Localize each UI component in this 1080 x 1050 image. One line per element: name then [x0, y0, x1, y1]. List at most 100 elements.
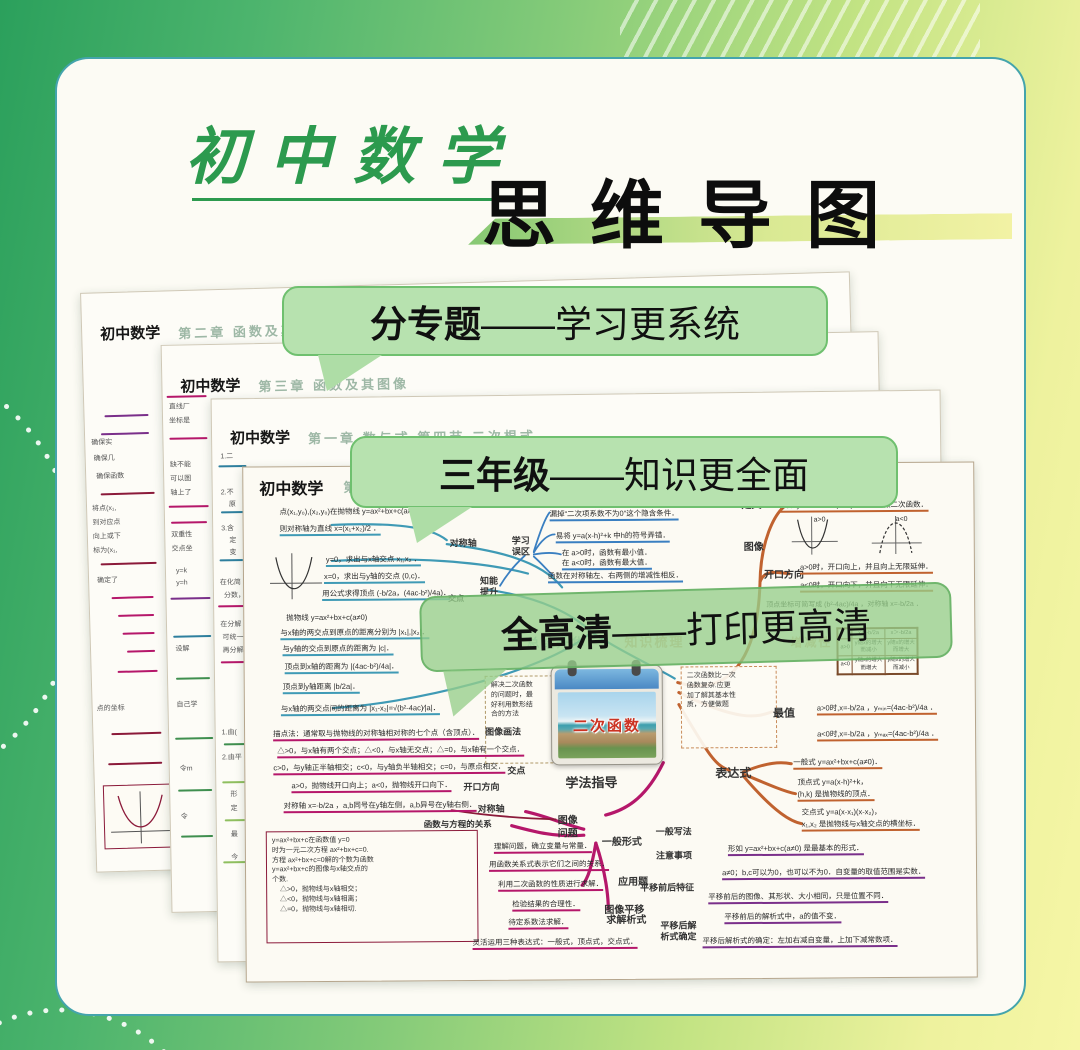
- sheet-text-fragment: 形: [230, 791, 238, 799]
- mindmap-node: a>0: [813, 516, 826, 524]
- sheet-text-fragment: 令: [180, 813, 188, 821]
- sheet-text-fragment: 标为(x₁,: [93, 546, 118, 555]
- mindmap-node: △>0，与x轴有两个交点；△<0，与x轴无交点；△=0，与x轴有一个交点．: [277, 744, 525, 759]
- page-title: 思维导图: [482, 173, 914, 259]
- mindmap-node: 对称轴: [477, 803, 505, 814]
- sheet-text-fragment: 定: [229, 537, 237, 545]
- branch-line-stub: [122, 631, 155, 635]
- mindmap-sheet-front: 初中数学 第三章 函数及其图像 第四节 二次函数: [242, 461, 978, 983]
- branch-line-stub: [108, 761, 163, 766]
- callout-topics: 分专题——学习更系统: [282, 286, 828, 391]
- title-underline: [192, 198, 504, 201]
- mindmap-node: 图像 问题: [557, 815, 578, 839]
- mindmap-node: 灵活运用三种表达式：一般式，顶点式，交点式．: [472, 936, 638, 951]
- mindmap-node: 开口方向: [763, 569, 805, 581]
- sheet-text-fragment: 1.由(: [221, 729, 237, 737]
- sheet-text-fragment: 1.二: [220, 453, 234, 461]
- mindmap-node: a>0，抛物线开口向上；a<0，抛物线开口向下．: [291, 780, 452, 794]
- mindmap-node: 学法指导: [565, 774, 618, 791]
- sheet-text-fragment: 到对应点: [92, 518, 121, 527]
- branch-line-stub: [169, 437, 208, 440]
- sheet-text-fragment: 可以图: [170, 475, 192, 483]
- mindmap-node: 交点: [507, 765, 526, 776]
- branch-line-stub: [173, 635, 212, 638]
- sheet-text-fragment: 轴上了: [170, 489, 192, 497]
- mindmap-node: 理解问题，确立变量与常量．: [493, 841, 592, 855]
- callout-rest: ——学习更系统: [481, 304, 740, 345]
- mindmap-node: 函数与方程的关系: [423, 818, 492, 830]
- mindmap-node: x=0，求出与y轴的交点 (0,c)．: [323, 571, 425, 585]
- sheet-header: 初中数学: [99, 324, 161, 344]
- mindmap-node: 平移后解析式的确定：左加右减自变量，上加下减常数项．: [702, 934, 898, 949]
- branch-line-stub: [117, 669, 158, 673]
- sheet-text-fragment: 可统一: [222, 634, 244, 642]
- mindmap-node: 则对称轴为直线 x=(x₁+x₂)/2 ．: [279, 523, 381, 537]
- sheet-header: 初中数学: [180, 377, 241, 396]
- sheet-text-fragment: 令m: [179, 765, 193, 773]
- mindmap-node: 顶点到x轴的距离为 |(4ac-b²)/4a|．: [284, 661, 399, 675]
- mindmap-node: c>0，与y轴正半轴相交；c<0，与y轴负半轴相交；c=0，与原点相交．: [273, 761, 506, 776]
- mindmap-node: 一般写法: [655, 826, 692, 837]
- dotted-arc: [0, 1007, 166, 1050]
- sheet-text-fragment: 将点(x₁,: [91, 504, 117, 513]
- mindmap-node: 平移前后的解析式中，a的值不变．: [724, 911, 842, 925]
- sheet-text-fragment: 在化简: [219, 579, 241, 587]
- sheet-text-fragment: y=h: [176, 579, 188, 587]
- mindmap-node: 表达式: [715, 766, 752, 781]
- mindmap-node: 与x轴的两交点到原点的距离分别为 |x₁|,|x₂|．: [280, 627, 430, 641]
- sheet-text-fragment: 向上或下: [92, 532, 121, 541]
- mindmap-node: 平移前后特征: [640, 882, 695, 893]
- mindmap-node: x₁,x₂ 是抛物线与x轴交点的横坐标．: [801, 818, 921, 833]
- topic-photo: 二次函数: [557, 691, 657, 759]
- branch-line-stub: [170, 597, 211, 600]
- mindmap-node: 漏掉“二次项系数不为0”这个隐含条件．: [549, 508, 679, 522]
- mindmap-node: 学习 误区: [511, 535, 530, 557]
- sheet-text-fragment: 坐标是: [169, 417, 191, 425]
- mindmap-node: 函数在对称轴左、右两侧的增减性相反．: [547, 570, 684, 584]
- branch-line-stub: [171, 521, 208, 524]
- branch-line-stub: [178, 789, 213, 792]
- mindmap-node: (h,k) 是抛物线的顶点．: [797, 789, 875, 803]
- mindmap-node: y=0，求出与x轴交点 x₁,x₂ ．: [325, 554, 422, 568]
- callout-bold: 分专题: [370, 304, 481, 345]
- parabola-sketch: [266, 549, 326, 608]
- sheet-text-fragment: 点的坐标: [96, 704, 125, 713]
- sheet-text-fragment: 确定了: [97, 576, 119, 585]
- sheet-text-fragment: 再分解: [222, 647, 244, 655]
- sheet-text-fragment: 在分解: [220, 621, 242, 629]
- mindmap-node: 与x轴的两交点间的距离为 |x₁-x₂|=√(b²-4ac)∕|a|．: [280, 703, 441, 717]
- mindmap-node: 开口方向: [463, 781, 500, 793]
- equation-box: y=ax²+bx+c在函数值 y=0 时为一元二次方程 ax²+bx+c=0. …: [265, 829, 479, 944]
- parabola-sketch-down: [870, 513, 924, 562]
- mindmap-node: 顶点式 y=a(x-h)²+k，: [797, 777, 868, 787]
- callout-hd: 全高清——打印更高清: [419, 581, 953, 673]
- note-box-dashed: 二次函数比一次 函数复杂.应更 加了解其基本性 质，方便做题: [680, 665, 778, 749]
- mindmap-node: 交点式 y=a(x-x₁)(x-x₂)，: [801, 807, 882, 817]
- mindmap-node: a≠0；b,c可以为0，也可以不为0．自变量的取值范围是实数．: [722, 866, 926, 881]
- mini-figure: [102, 783, 179, 850]
- branch-line-stub: [100, 431, 150, 436]
- branch-line-stub: [104, 414, 149, 418]
- mindmap-node: 利用二次函数的性质进行求解．: [498, 879, 604, 893]
- sheet-header: 初中数学: [229, 429, 291, 448]
- mindmap-node: a>0时，开口向上，并且向上无限延伸．: [799, 561, 933, 576]
- sheet-text-fragment: 确保函数: [96, 472, 125, 481]
- sheet-text-fragment: 变: [229, 549, 237, 557]
- topic-photo-card: 二次函数: [550, 659, 664, 766]
- mindmap-sheet-back: 初中数学 第二章 函数及其图像 确保实确保几确保函数将点(x₁,到对应点向上或下…: [80, 271, 866, 873]
- mindmap-node: a<0: [895, 515, 908, 524]
- sheet-text-fragment: 直线厂: [168, 403, 190, 411]
- branch-line-stub: [181, 835, 214, 838]
- mindmap-node: 易将 y=a(x-h)²+k 中h的符号弄错．: [555, 530, 670, 544]
- mindmap-node: 用函数关系式表示它们之间的关系．: [488, 859, 610, 873]
- branch-line-stub: [127, 649, 156, 653]
- branch-line-stub: [100, 561, 157, 566]
- callout-bold: 三年级: [439, 455, 550, 496]
- mindmap-node: 待定系数法求解．: [508, 917, 569, 931]
- mindmap-node: 一般式 y=ax²+bx+c(a≠0)．: [793, 757, 882, 771]
- sheet-text-fragment: 3.含: [221, 525, 235, 533]
- sheet-text-fragment: y=k: [175, 567, 188, 575]
- mindmap-node: 对称轴: [449, 537, 477, 549]
- sheet-text-fragment: 设解: [175, 645, 190, 653]
- parabola-sketch-up: [790, 513, 840, 562]
